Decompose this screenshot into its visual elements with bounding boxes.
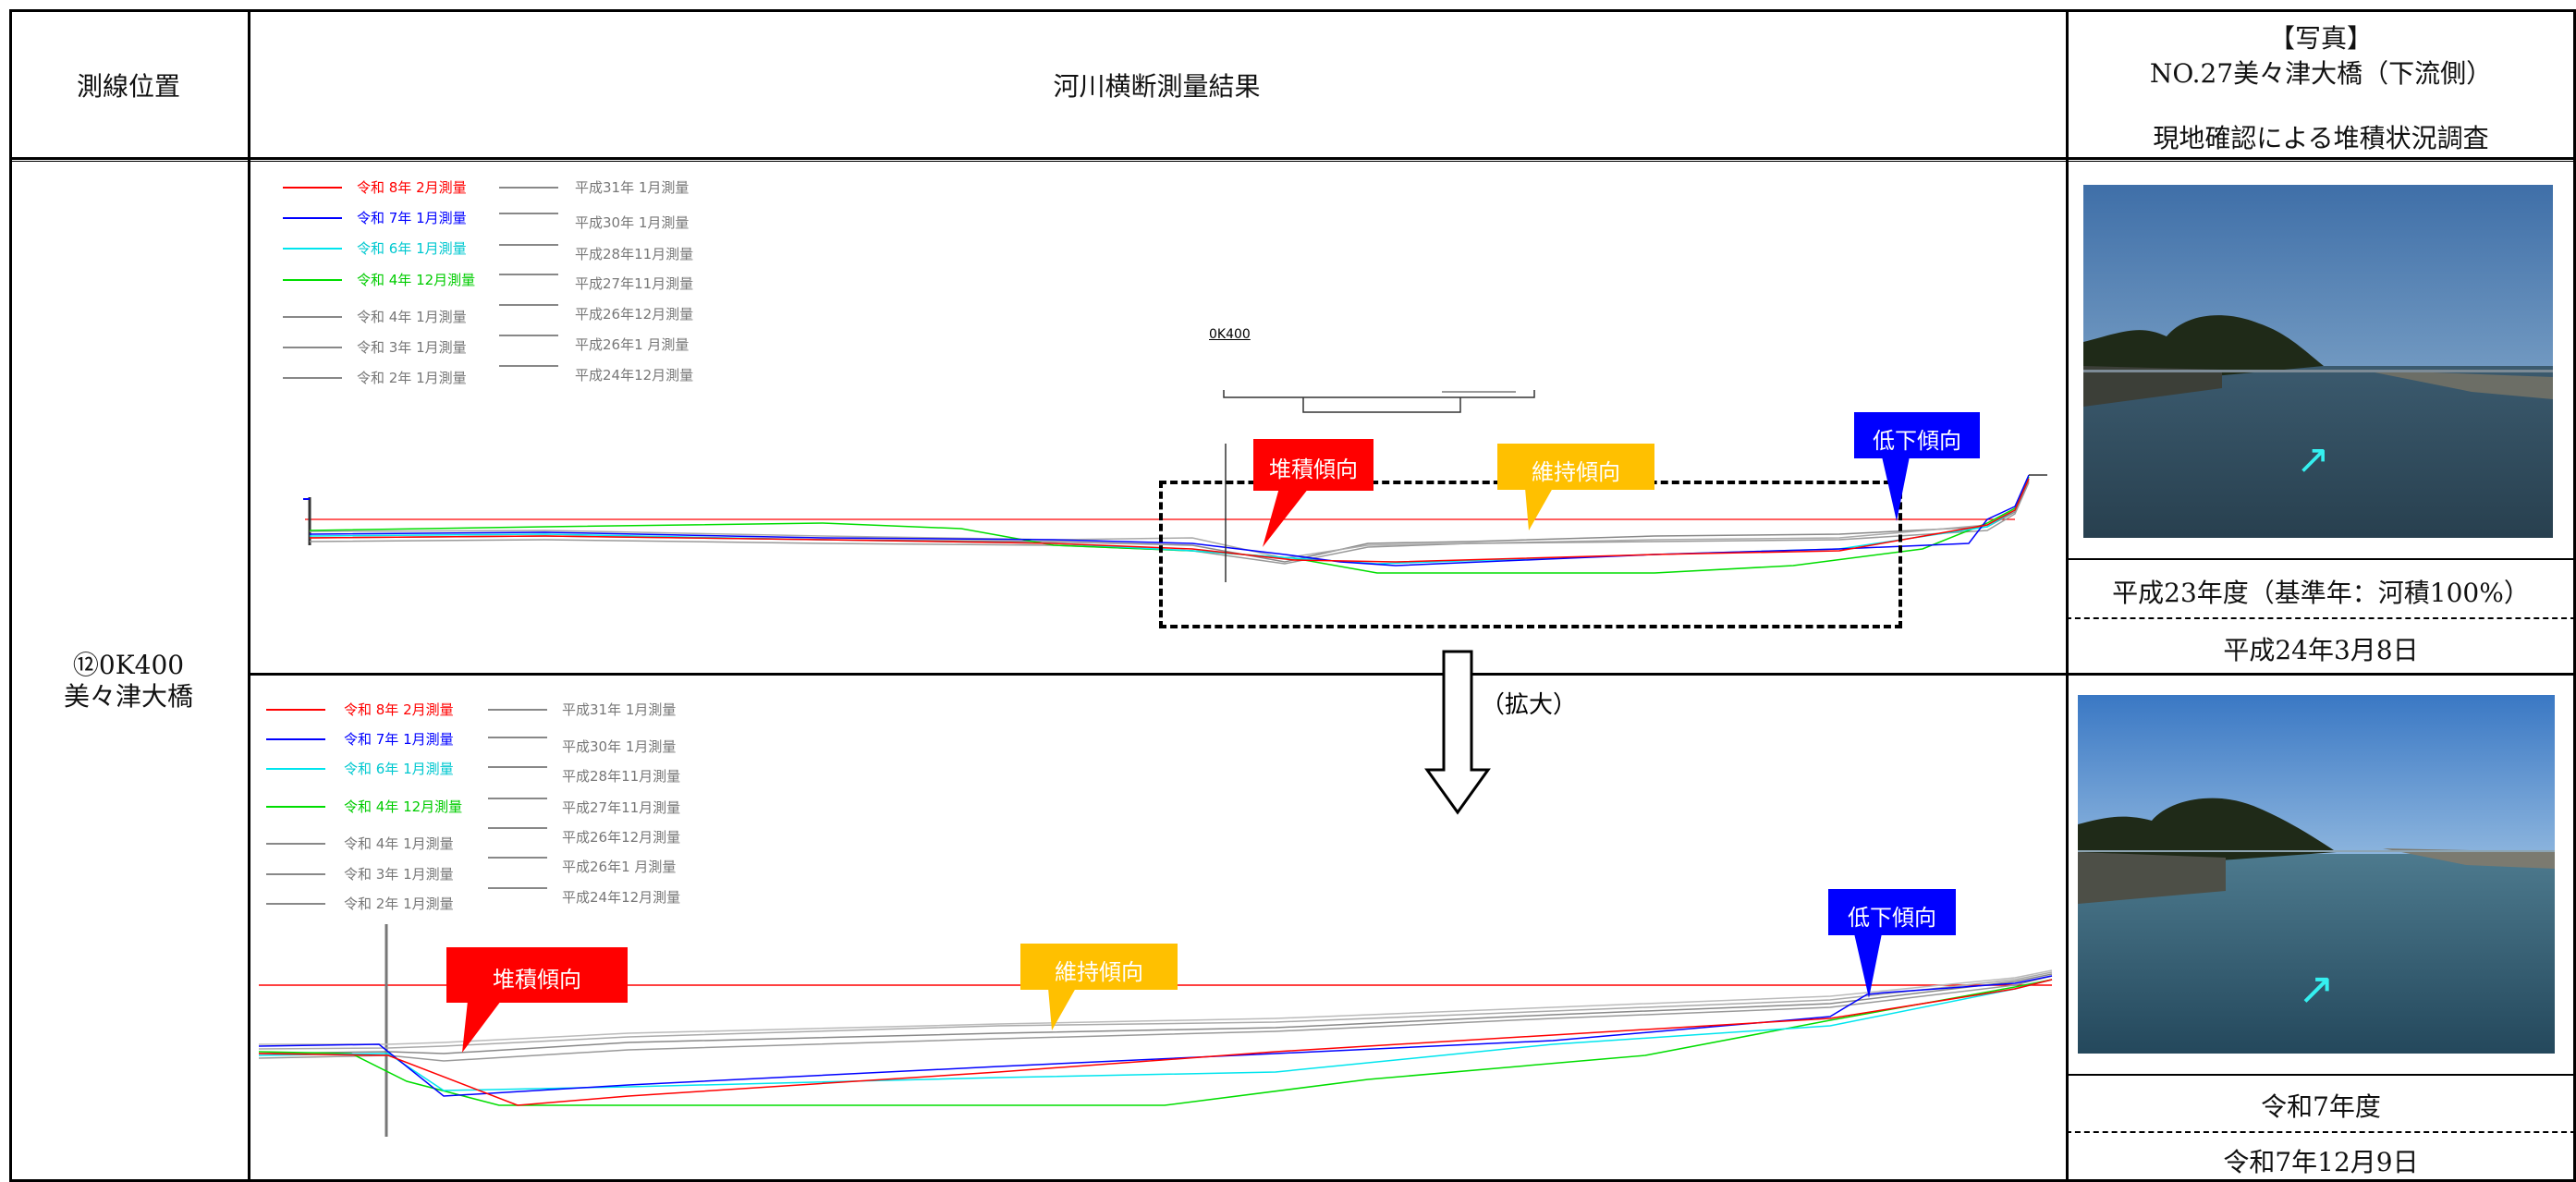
col-divider-2: [2066, 9, 2069, 1182]
legend-bottom: 令和 8年 2月測量 令和 7年 1月測量 令和 6年 1月測量 令和 4年 1…: [266, 700, 710, 921]
callout-decline-top-label: 低下傾向: [1873, 428, 1961, 454]
legend-item: 平成27年11月測量: [575, 275, 694, 292]
legend-item: 令和 3年 1月測量: [357, 339, 467, 356]
callout-deposit-top-label: 堆積傾向: [1269, 457, 1358, 482]
photo-bottom-divider: [2066, 1074, 2576, 1076]
callout-deposit-top-pointer: [1263, 488, 1309, 547]
callout-maintain-top: 維持傾向: [1497, 444, 1654, 490]
header-photo-location: NO.27美々津大橋（下流側）: [2149, 58, 2493, 89]
cross-section-bottom: [258, 924, 2053, 1137]
legend-item: 令和 4年 12月測量: [357, 272, 476, 288]
zoom-arrow-icon: [1424, 650, 1491, 815]
photo-2025: ↗: [2078, 695, 2555, 1054]
legend-item: 平成27年11月測量: [562, 799, 681, 816]
photo-top-divider: [2066, 558, 2576, 560]
location-station: ⑫0K400: [72, 650, 185, 680]
legend-item: 平成31年 1月測量: [575, 179, 690, 196]
legend-item: 令和 6年 1月測量: [357, 240, 467, 257]
callout-maintain-bottom-pointer: [1048, 988, 1076, 1030]
legend-item: 令和 4年 1月測量: [357, 309, 467, 325]
legend-item: 平成26年1 月測量: [575, 336, 690, 353]
legend-item: 令和 2年 1月測量: [344, 896, 454, 912]
location-bridge: 美々津大橋: [63, 681, 193, 712]
callout-decline-top: 低下傾向: [1854, 412, 1980, 458]
legend-item: 令和 8年 2月測量: [357, 179, 467, 196]
callout-deposit-bottom-label: 堆積傾向: [493, 967, 581, 993]
photo-top-dash: [2066, 617, 2576, 619]
callout-deposit-bottom-pointer: [462, 1001, 501, 1053]
header-divider: [9, 157, 2576, 160]
legend-item: 平成24年12月測量: [562, 889, 681, 906]
legend-item: 令和 7年 1月測量: [344, 731, 454, 748]
callout-maintain-top-label: 維持傾向: [1532, 459, 1620, 485]
callout-decline-bottom-label: 低下傾向: [1848, 905, 1936, 931]
legend-item: 平成30年 1月測量: [575, 214, 690, 231]
photo-2012: ↗: [2083, 185, 2553, 538]
legend-item: 令和 2年 1月測量: [357, 370, 467, 386]
callout-decline-top-pointer: [1882, 457, 1910, 521]
legend-item: 平成30年 1月測量: [562, 738, 677, 755]
table-frame: [9, 9, 2576, 1182]
legend-item: 令和 3年 1月測量: [344, 866, 454, 883]
legend-item: 平成26年1 月測量: [562, 859, 677, 875]
header-photo-subtitle: 現地確認による堆積状況調査: [2153, 123, 2489, 153]
legend-item: 平成24年12月測量: [575, 367, 694, 384]
legend-item: 平成28年11月測量: [575, 246, 694, 262]
legend-item: 平成28年11月測量: [562, 768, 681, 785]
row-divider: [248, 673, 2576, 676]
callout-deposit-bottom: 堆積傾向: [446, 947, 628, 1003]
section-label: 0K400: [1209, 327, 1251, 342]
photo-top-caption: 平成23年度（基準年：河積100%）: [2112, 578, 2530, 608]
bridge-drawing: [1223, 390, 1535, 413]
direction-arrow-icon: ↗: [2296, 436, 2330, 483]
legend-item: 令和 7年 1月測量: [357, 210, 467, 226]
photo-2025-image: [2078, 695, 2555, 1054]
header-photo-title: 【写真】: [2268, 23, 2373, 54]
cross-section-top: [303, 444, 2047, 582]
legend-item: 平成26年12月測量: [575, 306, 694, 323]
col-divider-1: [248, 9, 250, 1182]
photo-bottom-caption: 令和7年度: [2261, 1091, 2381, 1122]
photo-bottom-date: 令和7年12月9日: [2223, 1147, 2419, 1177]
legend-item: 平成26年12月測量: [562, 829, 681, 846]
header-location: 測線位置: [76, 71, 180, 102]
legend-top: 令和 8年 2月測量 令和 7年 1月測量 令和 6年 1月測量 令和 4年 1…: [277, 177, 721, 399]
photo-bottom-dash: [2066, 1131, 2576, 1133]
legend-item: 令和 6年 1月測量: [344, 761, 454, 777]
callout-decline-bottom: 低下傾向: [1828, 889, 1956, 935]
legend-item: 令和 4年 12月測量: [344, 798, 463, 815]
callout-maintain-top-pointer: [1525, 488, 1553, 530]
header-survey-result: 河川横断測量結果: [1053, 71, 1261, 102]
callout-maintain-bottom: 維持傾向: [1020, 944, 1178, 990]
legend-item: 令和 8年 2月測量: [344, 701, 454, 718]
legend-item: 平成31年 1月測量: [562, 701, 677, 718]
callout-deposit-top: 堆積傾向: [1253, 439, 1373, 491]
zoom-label: （拡大）: [1481, 691, 1578, 719]
header-divider-double: [9, 161, 2576, 162]
callout-decline-bottom-pointer: [1854, 933, 1882, 998]
legend-item: 令和 4年 1月測量: [344, 835, 454, 852]
direction-arrow-icon: ↗: [2298, 963, 2336, 1015]
photo-top-date: 平成24年3月8日: [2223, 635, 2419, 665]
callout-maintain-bottom-label: 維持傾向: [1055, 959, 1143, 985]
photo-2012-image: [2083, 185, 2553, 538]
